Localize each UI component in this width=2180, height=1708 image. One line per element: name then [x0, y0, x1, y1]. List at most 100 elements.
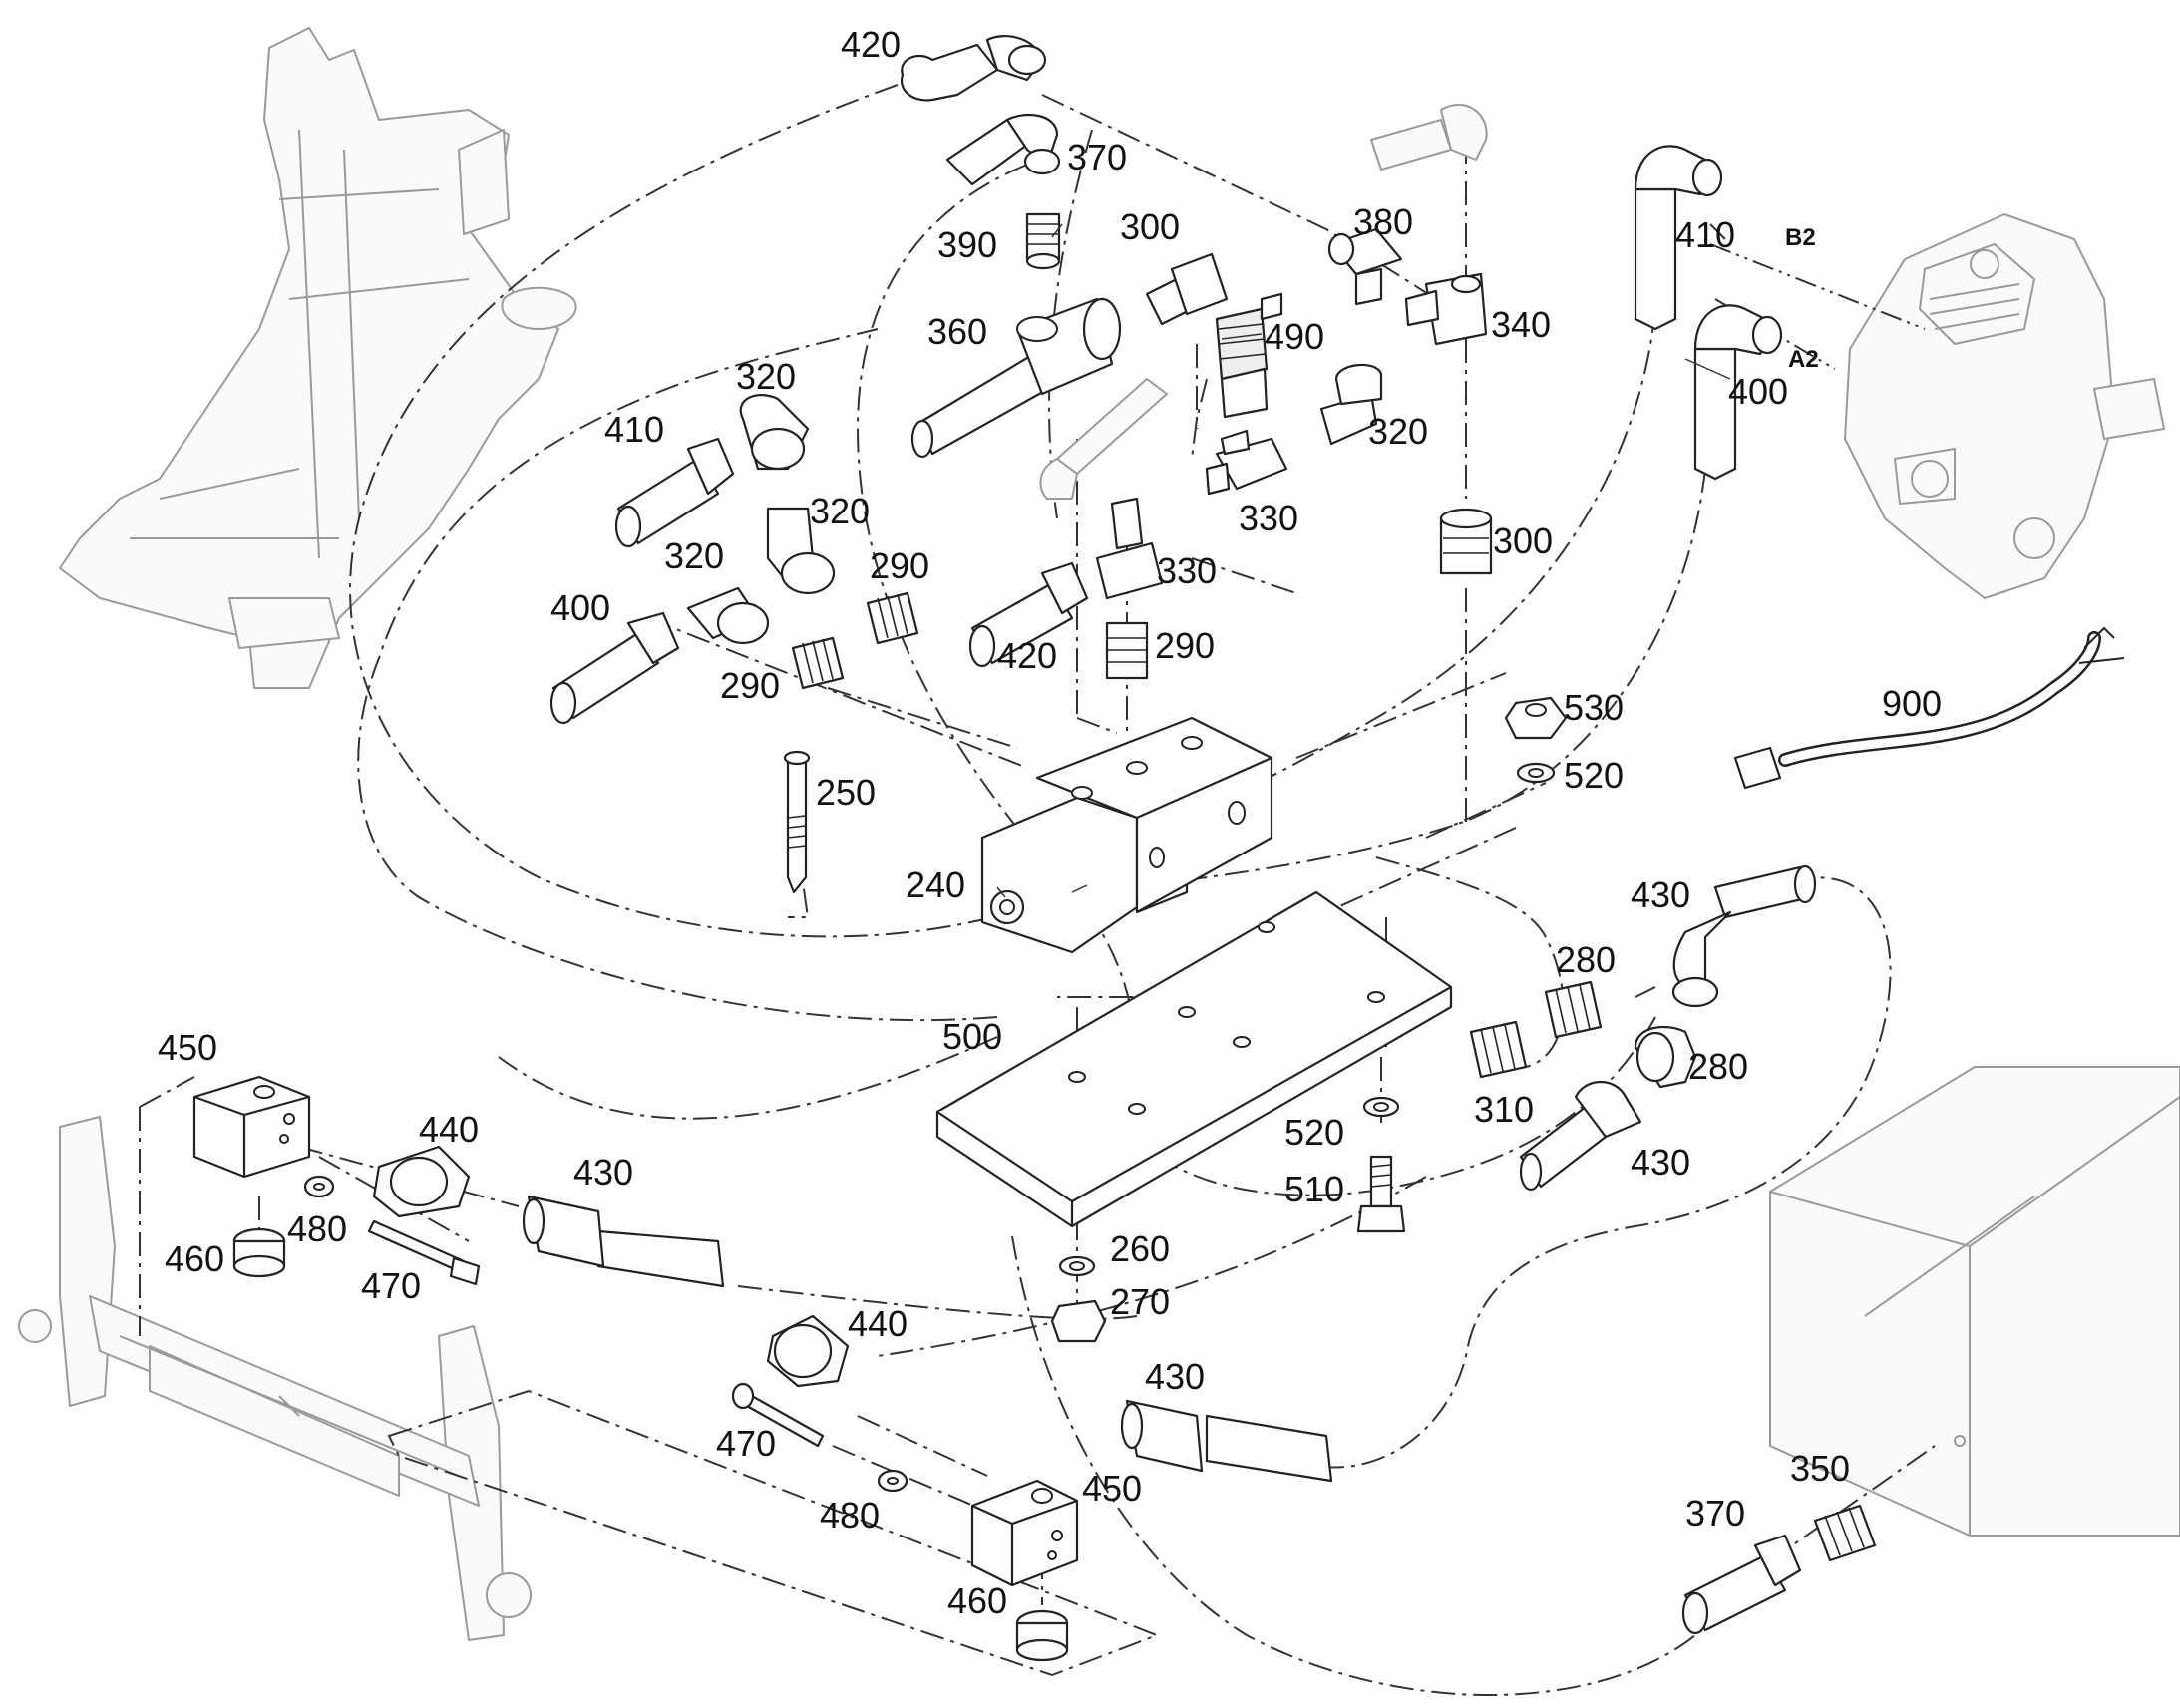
label-320-d: 320: [664, 535, 724, 576]
ghost-actuator-assembly: [18, 1116, 532, 1641]
fitting-290-b: [866, 591, 919, 645]
hose-410-left: [614, 437, 735, 548]
hose-410-right: [1634, 145, 1723, 331]
label-260: 260: [1110, 1228, 1170, 1269]
label-250: 250: [816, 772, 876, 813]
label-430-d: 430: [1145, 1356, 1205, 1397]
label-370-top: 370: [1067, 137, 1127, 177]
label-400-left: 400: [550, 587, 610, 628]
ghost-housing-block: [1769, 1066, 2180, 1537]
bolt-510: [1356, 1155, 1406, 1233]
plug-460-top: [232, 1227, 286, 1278]
label-370-bot: 370: [1685, 1493, 1745, 1534]
label-440-top: 440: [419, 1109, 479, 1150]
tee-380: [1327, 227, 1403, 306]
hose-420-mid: [968, 561, 1089, 668]
ghost-pump-unit: [1844, 213, 2165, 599]
label-320-c: 320: [1368, 411, 1428, 452]
label-490: 490: [1265, 316, 1324, 357]
label-420-top: 420: [841, 24, 901, 65]
block-450-bot: [970, 1479, 1079, 1587]
label-500: 500: [942, 1016, 1002, 1057]
plug-460-bot: [1015, 1609, 1069, 1662]
label-450-bot: 450: [1082, 1468, 1142, 1509]
label-310: 280: [1688, 1046, 1748, 1087]
washer-520-top: [1516, 762, 1556, 784]
elbow-320-a: [739, 394, 810, 471]
label-320-a: 320: [736, 356, 796, 397]
fitting-290-c: [1105, 621, 1149, 680]
hose-420-top: [900, 35, 1047, 102]
hose-370-top: [945, 113, 1061, 186]
label-350: 350: [1790, 1448, 1850, 1489]
label-480-top: 480: [287, 1208, 347, 1249]
valve-block-240: [980, 716, 1273, 954]
port-label-a2: A2: [1788, 346, 1819, 373]
label-280-b: 310: [1474, 1089, 1534, 1130]
tee-330-mid: [1095, 497, 1164, 600]
fitting-280-a: [1544, 980, 1603, 1039]
fitting-300-top: [1145, 252, 1229, 326]
label-410-left: 410: [604, 409, 664, 450]
label-290-b: 290: [1155, 625, 1215, 666]
washer-480-bot: [877, 1469, 908, 1493]
label-300-top: 300: [1120, 206, 1180, 247]
label-430-b: 430: [1631, 1142, 1690, 1183]
washer-520-bot: [1362, 1096, 1400, 1118]
plate-500: [935, 890, 1453, 1228]
screw-470-bot: [731, 1382, 825, 1448]
nut-270: [1050, 1299, 1107, 1343]
fitting-390: [1025, 212, 1061, 270]
washer-480-top: [303, 1175, 335, 1198]
label-460-top: 460: [165, 1238, 224, 1279]
label-360: 360: [927, 311, 987, 352]
label-300-mid: 300: [1493, 520, 1553, 561]
label-430-c: 430: [573, 1152, 633, 1193]
label-380: 380: [1353, 201, 1413, 242]
valve-490: [1215, 292, 1283, 419]
washer-260: [1058, 1255, 1096, 1277]
label-440-bot: 440: [848, 1303, 908, 1344]
label-470-top: 470: [361, 1265, 421, 1306]
label-240: 240: [906, 864, 965, 905]
port-label-b2: B2: [1785, 224, 1816, 251]
fitting-290-a: [791, 636, 845, 690]
label-340: 340: [1491, 304, 1551, 345]
label-480-bot: 480: [820, 1495, 880, 1536]
elbow-310: [1634, 1025, 1697, 1089]
elbow-320-c: [686, 586, 770, 645]
fitting-440-bot: [766, 1314, 850, 1388]
ghost-hose-top-right: [1370, 103, 1488, 171]
label-510: 510: [1284, 1169, 1344, 1209]
hose-370-bot: [1681, 1534, 1802, 1635]
block-450-top: [192, 1075, 311, 1179]
tee-330-right: [1205, 429, 1288, 496]
label-900: 900: [1882, 683, 1942, 724]
label-leaders: [996, 223, 1731, 898]
hose-430-mid-right: [1519, 1081, 1642, 1192]
label-450-top: 450: [158, 1027, 217, 1068]
tee-340: [1404, 272, 1488, 346]
part-labels: 420 370 390 300 360 490 380 340 410 400 …: [158, 24, 1942, 1621]
fitting-320-right: [1319, 363, 1383, 446]
ghost-hose-center: [1039, 378, 1168, 500]
label-320-b: 320: [810, 491, 870, 531]
hose-430-bot: [1120, 1399, 1333, 1483]
ghost-frame-bracket: [59, 27, 577, 689]
harness-900: [1733, 626, 2125, 790]
hose-430-left: [522, 1195, 725, 1288]
hose-400-left: [549, 611, 680, 725]
fitting-280-b: [1469, 1020, 1528, 1079]
hose-400-right: [1693, 304, 1783, 481]
label-460-bot: 460: [947, 1580, 1007, 1621]
label-410-right: 410: [1675, 214, 1735, 255]
screw-250: [783, 750, 811, 894]
label-290-a: 290: [870, 545, 929, 586]
hose-430-right: [1671, 864, 1817, 1008]
label-520-bot: 520: [1284, 1112, 1344, 1153]
fitting-350: [1813, 1504, 1877, 1562]
label-330-b: 330: [1157, 550, 1217, 591]
part-360: [910, 297, 1122, 459]
label-330-a: 330: [1239, 498, 1298, 538]
